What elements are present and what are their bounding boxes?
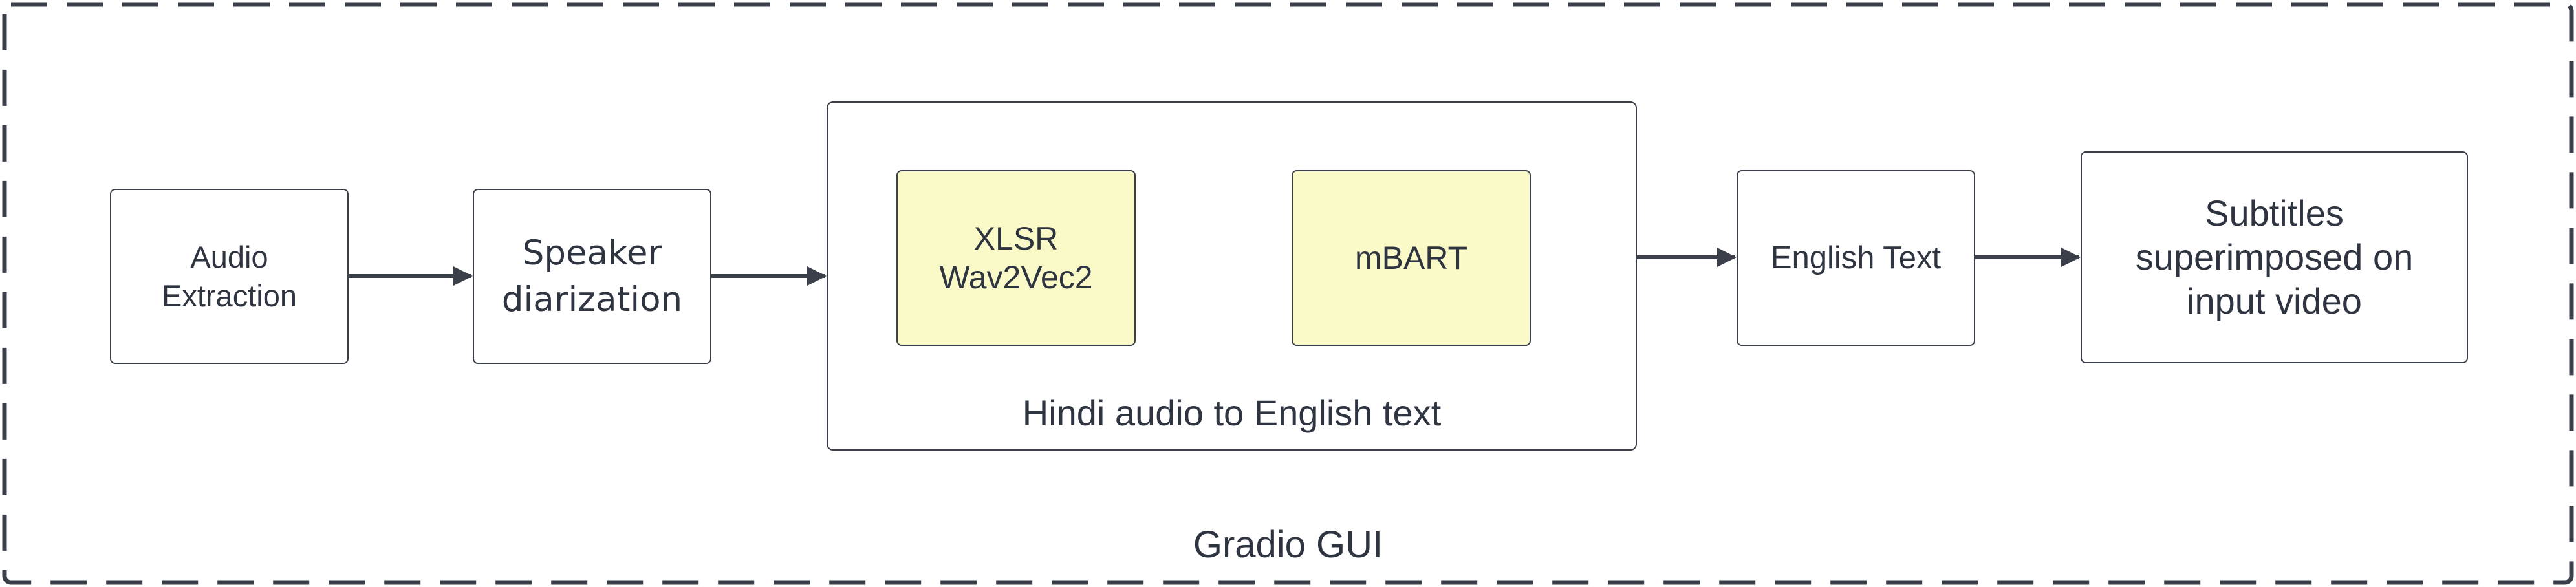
node-english-text: English Text [1737,170,1975,346]
gradio-gui-label: Gradio GUI [1193,524,1383,566]
group-label: Hindi audio to English text [1022,392,1442,433]
node-subtitles-superimposed: Subtitles superimposed on input video [2081,151,2468,363]
node-mbart-label: mBART [1354,240,1468,276]
node-speaker-diarization-label: Speaker diarization [501,233,683,319]
node-mbart: mBART [1292,170,1531,346]
node-xlsr-wav2vec2: XLSR Wav2Vec2 [896,170,1136,346]
node-xlsr-wav2vec2-label: XLSR Wav2Vec2 [939,220,1093,295]
node-audio-extraction-label: Audio Extraction [162,239,297,313]
node-subtitles-label: Subtitles superimposed on input video [2135,193,2414,321]
node-english-text-label: English Text [1770,240,1942,275]
node-audio-extraction: Audio Extraction [110,189,349,364]
node-speaker-diarization: Speaker diarization [473,189,711,364]
